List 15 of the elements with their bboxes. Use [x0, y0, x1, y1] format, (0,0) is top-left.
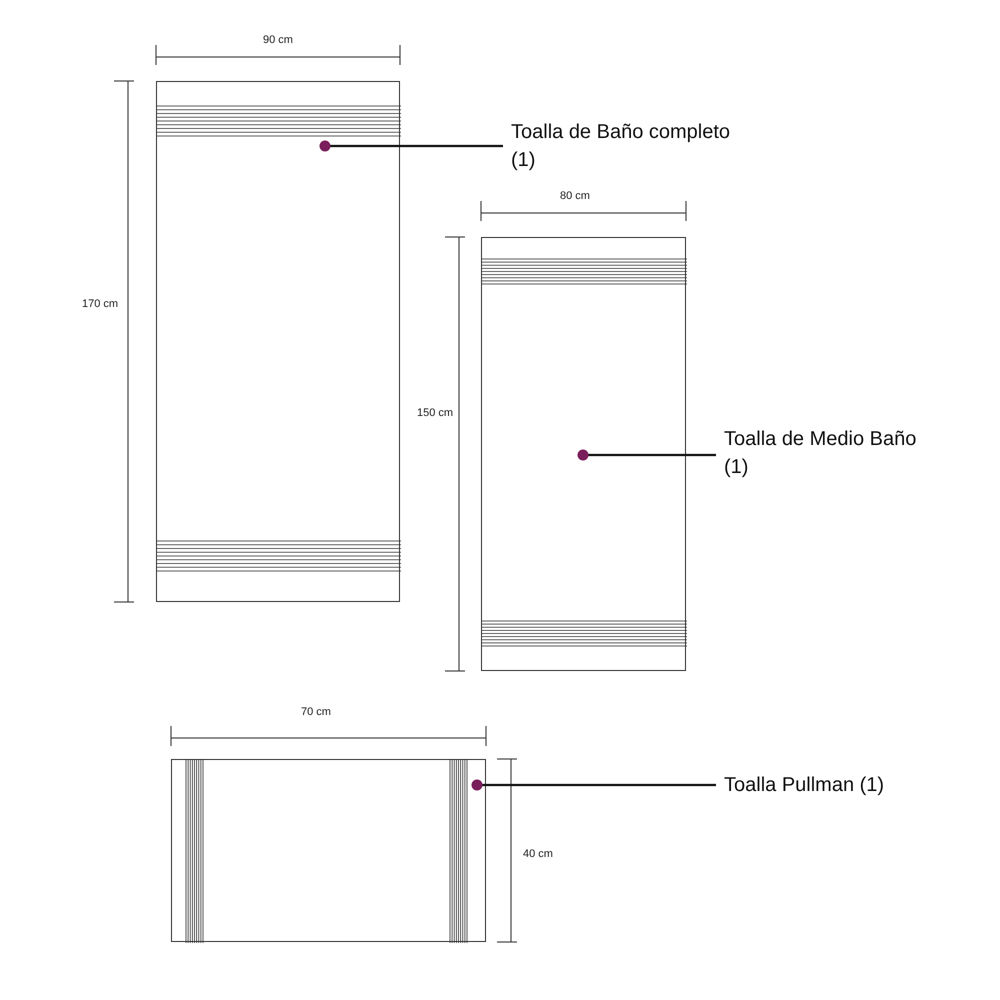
towel-drawing — [481, 237, 686, 671]
leader-line — [320, 140, 503, 152]
dimension-label: 80 cm — [560, 190, 590, 202]
leader-text: Toalla Pullman (1) — [724, 771, 964, 799]
dimension-label: 40 cm — [523, 848, 553, 860]
dimension-label: 170 cm — [82, 298, 118, 310]
leader-text: Toalla de Baño completo (1) — [511, 118, 731, 174]
towel-drawing — [156, 81, 400, 602]
dimension-label: 150 cm — [417, 407, 454, 419]
towel-drawing — [171, 759, 486, 942]
dimension-label: 90 cm — [263, 34, 293, 46]
leader-line — [472, 780, 716, 790]
dimension-label: 70 cm — [301, 706, 331, 718]
leader-text: Toalla de Medio Baño (1) — [724, 425, 944, 481]
leader-line — [578, 450, 716, 460]
